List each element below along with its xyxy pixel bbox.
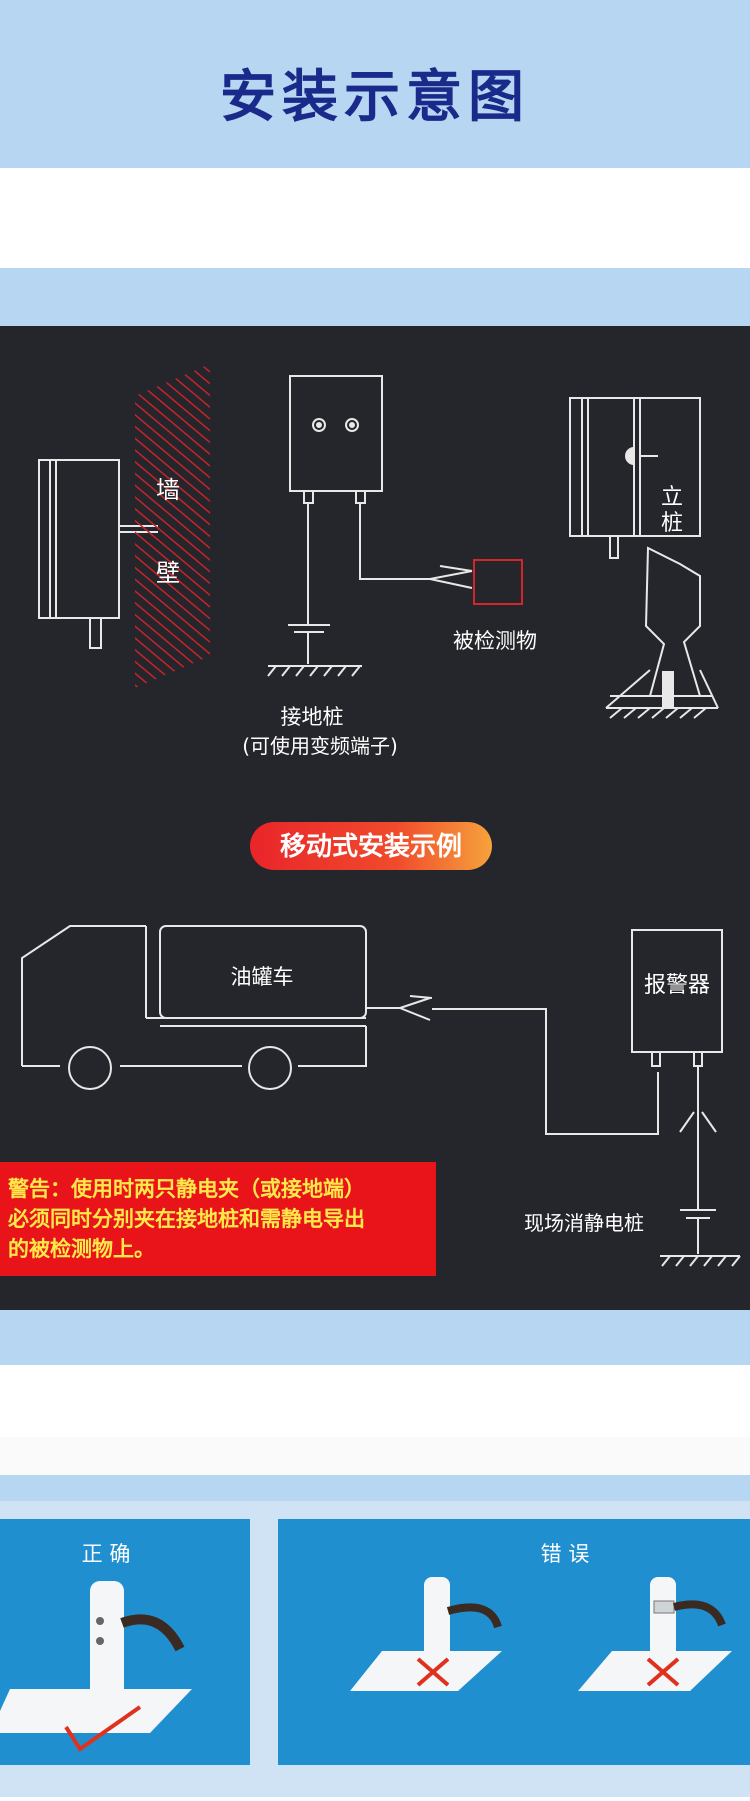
- tanker-truck: [21, 925, 741, 1267]
- alarm-label: 报警器: [644, 973, 710, 998]
- device-box: [38, 459, 120, 619]
- wrong-pile-2: [650, 1577, 676, 1669]
- wrong-panel: [278, 1519, 750, 1765]
- spacer-white: [0, 1365, 750, 1437]
- warning-line-3: 的被检测物上。: [8, 1237, 155, 1261]
- correct-label: 正 确: [82, 1542, 131, 1566]
- wrong-pile-1: [424, 1577, 450, 1669]
- tested-object-label: 被检测物: [453, 629, 537, 653]
- tanker-label: 油罐车: [231, 965, 294, 989]
- page-title: 安装示意图: [220, 65, 530, 130]
- pile-label-2: 桩: [661, 511, 683, 536]
- spacer-blue: [0, 1310, 750, 1365]
- spacer-white: [0, 168, 750, 268]
- mobile-example-label: 移动式安装示例: [280, 832, 462, 862]
- mobile-example-pill: [250, 822, 492, 870]
- correct-pile: [90, 1581, 124, 1699]
- spacer-white: [0, 1437, 750, 1475]
- center-device: [267, 375, 473, 677]
- correct-cable: [120, 1614, 185, 1652]
- correct-plate: [0, 1689, 192, 1733]
- x-mark-icon: [416, 1657, 450, 1687]
- photo-svg: 正 确 错 误: [0, 1519, 750, 1765]
- x-mark-icon: [646, 1657, 680, 1687]
- wall-label-2: 壁: [156, 559, 180, 587]
- site-pile-label: 现场消静电桩: [524, 1211, 644, 1235]
- ground-pile-note: (可使用变频端子): [242, 734, 398, 758]
- title-banner: 安装示意图: [0, 0, 750, 168]
- wall-hatch: [135, 364, 210, 688]
- warning-line-1: 警告：使用时两只静电夹（或接地端）: [7, 1177, 365, 1201]
- installation-diagram: 墙 壁 被检测物 接地桩 (可使用变频端子): [0, 326, 750, 1310]
- wrong-clamp: [653, 1600, 675, 1614]
- pile-mount-device: [569, 397, 719, 719]
- diagram-svg: 墙 壁 被检测物 接地桩 (可使用变频端子): [0, 364, 741, 1276]
- device-box: [289, 375, 383, 492]
- wrong-plate-2: [578, 1651, 732, 1691]
- wrong-cable-2: [672, 1600, 726, 1627]
- warning-box: [0, 1162, 436, 1276]
- wrong-plate-1: [350, 1651, 502, 1691]
- wall-label-1: 墙: [156, 476, 180, 504]
- tested-object-box: [473, 559, 523, 605]
- correct-wrong-photo: 正 确 错 误: [0, 1501, 750, 1797]
- ground-pile-label: 接地桩: [281, 705, 344, 729]
- check-mark-icon: [64, 1705, 142, 1752]
- wrong-cable-1: [446, 1603, 502, 1629]
- spacer-blue: [0, 268, 750, 326]
- clamp-wire: [359, 503, 430, 580]
- warning-line-2: 必须同时分别夹在接地桩和需静电导出: [8, 1207, 365, 1231]
- pile-label-1: 立: [661, 485, 683, 510]
- wrong-label: 错 误: [541, 1542, 590, 1566]
- spacer-blue: [0, 1475, 750, 1501]
